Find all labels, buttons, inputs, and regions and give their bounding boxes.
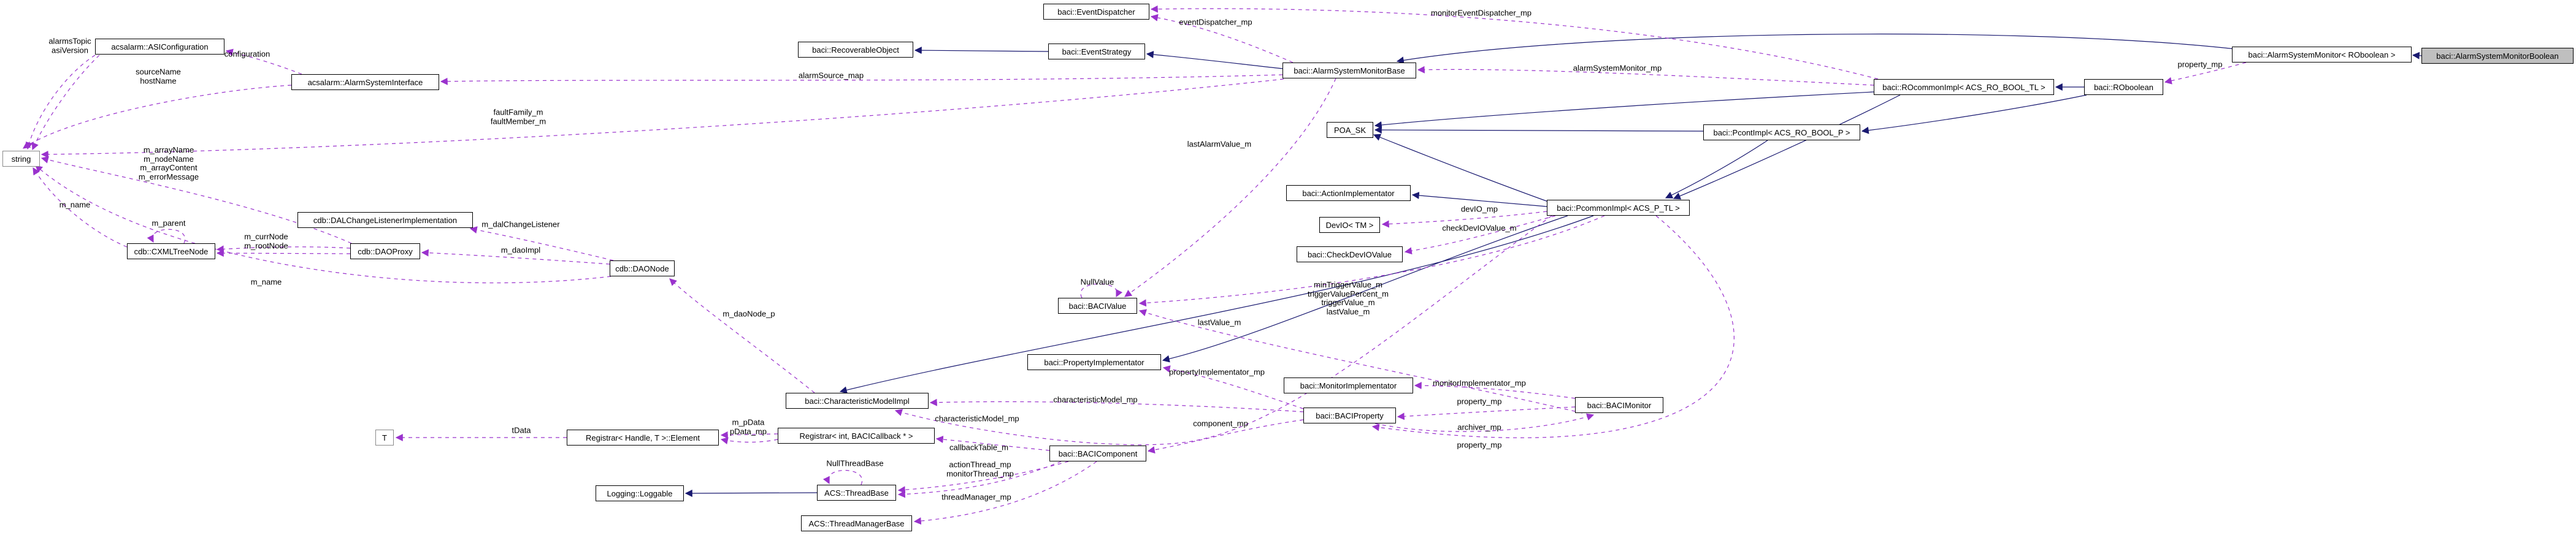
baci-component-to-acs-thread-base-edge <box>897 461 1069 494</box>
asi-configuration-to-string-edge <box>25 55 96 150</box>
poa-sk-node[interactable]: POA_SK <box>1327 122 1373 138</box>
pcommon-impl-to-characteristic-model-impl-edge <box>839 215 1594 394</box>
event-strategy-node[interactable]: baci::EventStrategy <box>1048 44 1145 59</box>
baci-component-to-acs-thread-manager-base-edge <box>913 461 1097 525</box>
logging-loggable-node[interactable]: Logging::Loggable <box>596 485 684 501</box>
alarm-system-monitor-boolean-to-alarm-system-monitor-roboolean-edge <box>2412 51 2422 59</box>
rocommon-impl-to-poa-sk-edge <box>1374 91 1874 129</box>
characteristic-model-impl-to-dao-node-edge <box>669 278 815 393</box>
event-dispatcher-node[interactable]: baci::EventDispatcher <box>1043 4 1149 20</box>
baci-property-to-property-implementator-edge <box>1162 365 1304 409</box>
baci-property-to-characteristic-model-impl-edge <box>929 398 1304 412</box>
dao-node-to-dao-proxy-edge <box>421 249 610 265</box>
pcommon-impl-to-property-implementator-edge <box>1162 215 1568 363</box>
action-implementator-node[interactable]: baci::ActionImplementator <box>1286 185 1411 201</box>
string-node[interactable]: string <box>2 151 40 167</box>
dao-node-to-dal-change-listener-implementation-edge <box>469 226 614 261</box>
pcommon-impl-to-action-implementator-edge <box>1411 191 1547 207</box>
dao-proxy-to-cxml-tree-node-edge <box>216 249 351 257</box>
acs-thread-base-node[interactable]: ACS::ThreadBase <box>817 485 896 501</box>
pcommon-impl-to-baci-property-edge <box>1371 215 1735 438</box>
alarm-system-monitor-base-to-alarm-system-interface-edge <box>440 74 1283 85</box>
baci-property-to-baci-monitor-edge <box>1374 413 1595 432</box>
alarm-system-monitor-base-to-event-dispatcher-edge <box>1150 13 1294 63</box>
rocommon-impl-to-event-dispatcher-edge <box>1150 5 1879 80</box>
alarm-system-interface-to-asi-configuration-edge <box>225 48 302 75</box>
baci-component-to-acs-thread-base-edge <box>897 461 1062 498</box>
dal-change-listener-implementation-node[interactable]: cdb::DALChangeListenerImplementation <box>297 212 473 228</box>
alarm-system-monitor-base-to-string-edge <box>40 78 1284 158</box>
pcont-impl-to-pcommon-impl-edge <box>1665 140 1768 199</box>
baci-value-to-baci-value-edge <box>1080 283 1123 298</box>
dao-proxy-to-string-edge <box>40 156 352 244</box>
registrar-element-node[interactable]: Registrar< Handle, T >::Element <box>567 430 719 446</box>
devio-tm-node[interactable]: DevIO< TM > <box>1319 217 1380 233</box>
baci-value-node[interactable]: baci::BACIValue <box>1058 298 1137 314</box>
check-devio-value-node[interactable]: baci::CheckDevIOValue <box>1297 246 1403 262</box>
cxml-tree-node-to-cxml-tree-node-edge <box>147 229 186 244</box>
baci-monitor-to-baci-property-edge <box>1397 406 1576 420</box>
baci-monitor-node[interactable]: baci::BACIMonitor <box>1575 397 1663 413</box>
asi-configuration-node[interactable]: acsalarm::ASIConfiguration <box>95 39 224 55</box>
alarm-system-interface-node[interactable]: acsalarm::AlarmSystemInterface <box>291 74 439 90</box>
registrar-int-bacicallback-node[interactable]: Registrar< int, BACICallback * > <box>778 428 935 444</box>
baci-property-to-baci-component-edge <box>1147 419 1304 453</box>
recoverable-object-node[interactable]: baci::RecoverableObject <box>798 42 913 58</box>
alarm-system-interface-to-string-edge <box>23 85 292 149</box>
acs-thread-manager-base-node[interactable]: ACS::ThreadManagerBase <box>801 515 912 531</box>
cxml-tree-node-node[interactable]: cdb::CXMLTreeNode <box>127 243 215 259</box>
acs-thread-base-to-acs-thread-base-edge <box>822 469 863 485</box>
alarm-system-monitor-roboolean-node[interactable]: baci::AlarmSystemMonitor< ROboolean > <box>2232 47 2412 63</box>
rocommon-impl-to-alarm-system-monitor-base-edge <box>1417 66 1874 86</box>
pcont-impl-to-poa-sk-edge <box>1374 126 1704 134</box>
roboolean-node[interactable]: baci::ROboolean <box>2084 79 2163 95</box>
rocommon-impl-node[interactable]: baci::ROcommonImpl< ACS_RO_BOOL_TL > <box>1874 79 2054 95</box>
pcommon-impl-to-check-devio-value-edge <box>1404 215 1556 255</box>
registrar-int-bacicallback-to-registrar-element-edge <box>720 431 778 439</box>
dao-node-to-string-edge <box>35 165 611 284</box>
pcommon-impl-to-poa-sk-edge <box>1373 134 1549 202</box>
pcommon-impl-node[interactable]: baci::PcommonImpl< ACS_P_TL > <box>1547 200 1690 216</box>
roboolean-to-pcont-impl-edge <box>1861 94 2087 134</box>
baci-monitor-to-baci-value-edge <box>1138 309 1583 414</box>
alarm-system-monitor-roboolean-to-alarm-system-monitor-base-edge <box>1396 33 2236 64</box>
characteristic-model-impl-node[interactable]: baci::CharacteristicModelImpl <box>786 393 929 409</box>
dao-node-node[interactable]: cdb::DAONode <box>610 260 675 276</box>
baci-property-node[interactable]: baci::BACIProperty <box>1303 408 1396 423</box>
property-implementator-node[interactable]: baci::PropertyImplementator <box>1027 354 1161 370</box>
rocommon-impl-to-pcommon-impl-edge <box>1673 94 1901 200</box>
cxml-tree-node-to-string-edge <box>33 167 128 248</box>
alarm-system-monitor-roboolean-to-roboolean-edge <box>2164 62 2247 85</box>
pcont-impl-node[interactable]: baci::PcontImpl< ACS_RO_BOOL_P > <box>1703 124 1860 140</box>
dao-proxy-to-cxml-tree-node-edge <box>216 245 351 253</box>
pcommon-impl-to-baci-value-edge <box>1138 215 1605 307</box>
asi-configuration-to-string-edge <box>31 55 100 151</box>
pcommon-impl-to-devio-tm-edge <box>1381 211 1547 228</box>
baci-component-node[interactable]: baci::BACIComponent <box>1049 446 1146 461</box>
t-node[interactable]: T <box>375 430 394 446</box>
alarm-system-monitor-base-node[interactable]: baci::AlarmSystemMonitorBase <box>1282 63 1416 78</box>
baci-monitor-to-monitor-implementator-edge <box>1414 382 1576 399</box>
registrar-int-bacicallback-to-registrar-element-edge <box>720 437 778 445</box>
pcommon-impl-to-characteristic-model-impl-edge <box>894 215 1552 446</box>
event-strategy-to-recoverable-object-edge <box>914 47 1049 55</box>
monitor-implementator-node[interactable]: baci::MonitorImplementator <box>1284 378 1413 393</box>
alarm-system-monitor-base-to-event-strategy-edge <box>1146 51 1283 69</box>
baci-component-to-registrar-int-bacicallback-edge <box>935 436 1050 451</box>
alarm-system-monitor-boolean-node: baci::AlarmSystemMonitorBoolean <box>2421 48 2574 64</box>
dao-proxy-node[interactable]: cdb::DAOProxy <box>350 243 420 259</box>
